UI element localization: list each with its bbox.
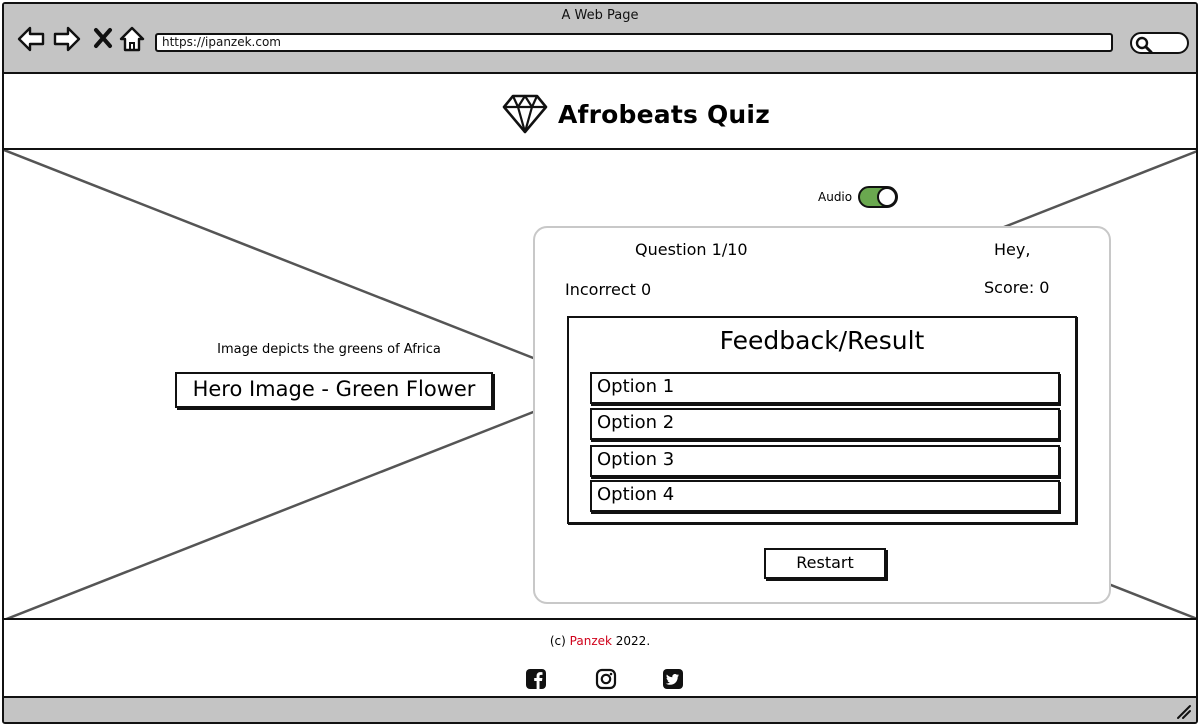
audio-toggle[interactable] (858, 186, 899, 208)
feedback-result: Feedback/Result (719, 326, 925, 355)
hero-caption: Image depicts the greens of Africa (174, 342, 484, 357)
diamond-icon (502, 94, 548, 134)
incorrect-count: Incorrect 0 (565, 280, 652, 299)
audio-label: Audio (818, 190, 853, 204)
hero-section: Image depicts the greens of Africa Hero … (4, 150, 1196, 620)
page-title: Afrobeats Quiz (558, 99, 770, 129)
twitter-icon[interactable] (662, 668, 684, 690)
arrow-right-icon[interactable] (52, 24, 82, 54)
audio-control: Audio (818, 186, 899, 208)
browser-search[interactable] (1130, 32, 1189, 54)
arrow-left-icon[interactable] (16, 24, 46, 54)
search-icon (1135, 36, 1153, 54)
toggle-knob (877, 187, 898, 207)
instagram-icon[interactable] (595, 668, 617, 690)
resize-handle-icon[interactable] (1174, 702, 1192, 720)
question-counter: Question 1/10 (635, 240, 748, 259)
address-bar[interactable]: https://ipanzek.com (155, 33, 1113, 52)
option-3-button[interactable]: Option 3 (590, 445, 1060, 477)
copyright: (c) Panzek 2022. (4, 634, 1196, 648)
copyright-year: 2022. (615, 634, 651, 648)
close-icon[interactable] (90, 24, 120, 54)
option-1-button[interactable]: Option 1 (590, 372, 1060, 404)
site-footer: (c) Panzek 2022. (4, 620, 1196, 700)
option-4-button[interactable]: Option 4 (590, 480, 1060, 512)
footer-brand-link[interactable]: Panzek (569, 634, 612, 648)
window-title: A Web Page (561, 8, 639, 23)
copyright-prefix: (c) (549, 634, 566, 648)
score: Score: 0 (984, 278, 1050, 297)
restart-button[interactable]: Restart (764, 548, 886, 579)
brand[interactable]: Afrobeats Quiz (500, 92, 770, 136)
browser-toolbar: A Web Page https://ipanzek.com (4, 4, 1196, 74)
option-2-button[interactable]: Option 2 (590, 408, 1060, 440)
greeting: Hey, (994, 240, 1031, 259)
site-header: Afrobeats Quiz (4, 74, 1196, 150)
home-icon[interactable] (117, 24, 147, 54)
hero-image-label: Hero Image - Green Flower (175, 372, 493, 408)
answer-panel: Feedback/Result Option 1 Option 2 Option… (567, 316, 1077, 524)
browser-status-bar (4, 696, 1196, 722)
quiz-card: Question 1/10 Hey, Incorrect 0 Score: 0 … (533, 226, 1111, 604)
facebook-icon[interactable] (525, 668, 547, 690)
